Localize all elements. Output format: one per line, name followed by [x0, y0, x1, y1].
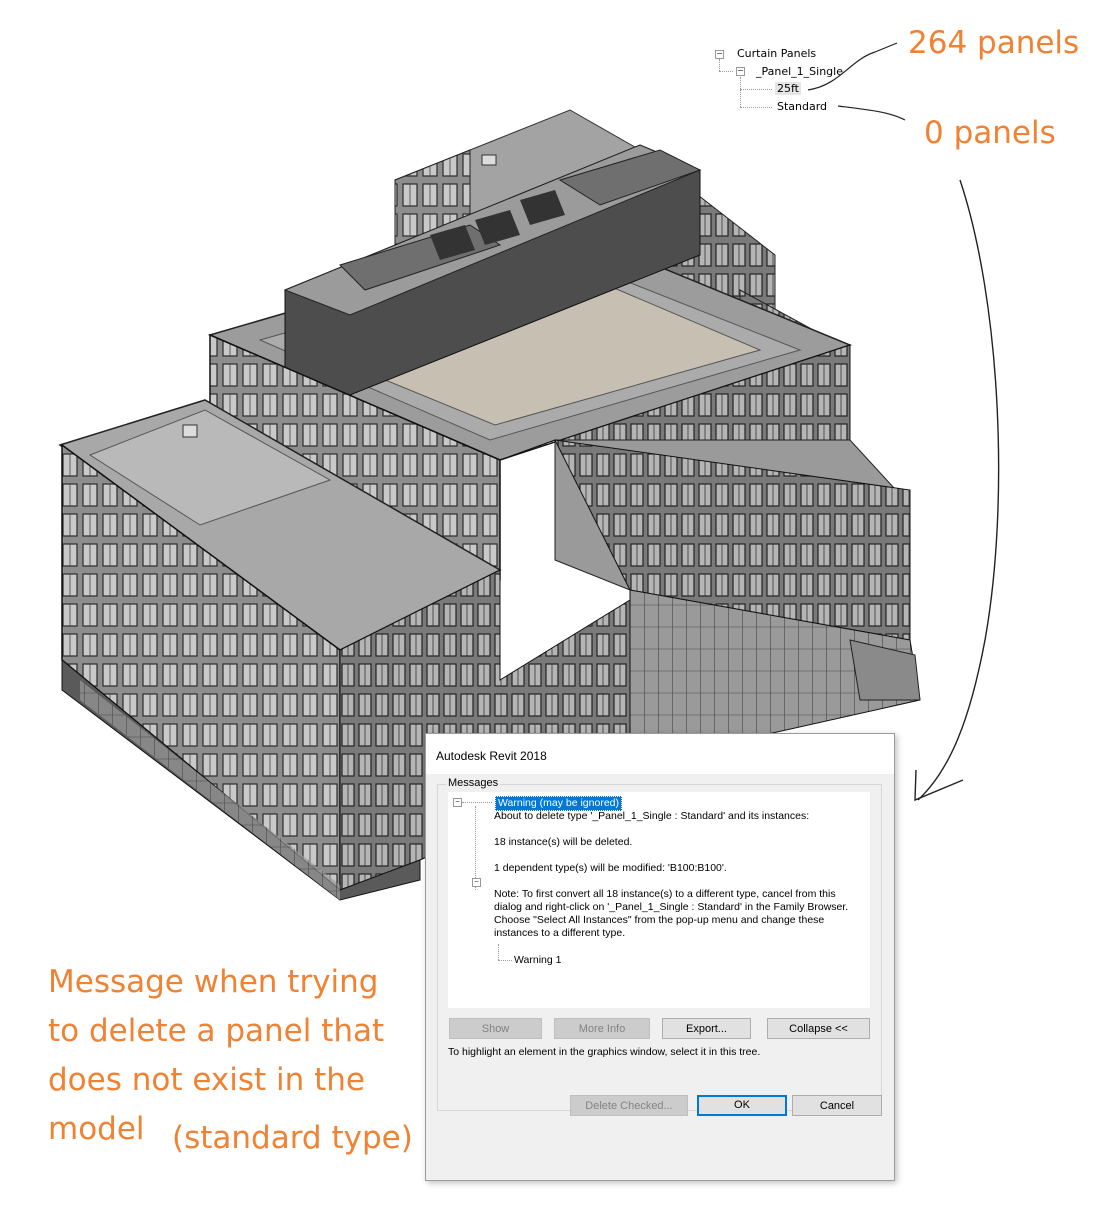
caption-line: model [48, 1111, 145, 1147]
note-line: dialog and right-click on '_Panel_1_Sing… [494, 901, 849, 913]
dialog-title: Autodesk Revit 2018 [436, 749, 547, 763]
ok-button[interactable]: OK [697, 1095, 787, 1116]
collapse-toggle-icon[interactable]: − [736, 66, 745, 76]
annotation-caption: Message when trying to delete a panel th… [48, 958, 384, 1154]
messages-tree[interactable]: − Warning (may be ignored) About to dele… [448, 792, 870, 1008]
annotation-count-25ft: 264 panels [908, 25, 1080, 61]
tree-node-family[interactable]: _Panel_1_Single [756, 65, 843, 78]
message-delete-type[interactable]: About to delete type '_Panel_1_Single : … [494, 810, 810, 822]
caption-line: to delete a panel that [48, 1013, 385, 1049]
more-info-button[interactable]: More Info [554, 1018, 650, 1039]
caption-line: Message when trying [48, 964, 379, 1000]
collapse-button[interactable]: Collapse << [767, 1018, 870, 1039]
collapse-toggle-icon[interactable]: − [715, 49, 724, 59]
warning-item[interactable]: Warning 1 [514, 954, 562, 966]
tree-node-type-standard[interactable]: Standard [777, 100, 828, 113]
warning-header-item[interactable]: Warning (may be ignored) [495, 796, 622, 811]
delete-checked-button[interactable]: Delete Checked... [570, 1095, 688, 1116]
highlight-hint: To highlight an element in the graphics … [448, 1046, 761, 1058]
message-dependent[interactable]: 1 dependent type(s) will be modified: 'B… [494, 862, 727, 874]
message-instances[interactable]: 18 instance(s) will be deleted. [494, 836, 633, 848]
note-line: instances to a different type. [494, 927, 626, 939]
note-line: Choose "Select All Instances" from the p… [494, 914, 825, 926]
tree-node-type-25ft[interactable]: 25ft [775, 82, 801, 95]
annotation-count-standard: 0 panels [924, 115, 1056, 151]
collapse-toggle-icon[interactable]: − [453, 798, 462, 807]
annotation-caption-sub: (standard type) [172, 1120, 413, 1156]
message-note[interactable]: Note: To first convert all 18 instance(s… [494, 888, 848, 940]
show-button[interactable]: Show [449, 1018, 542, 1039]
family-browser-tree: − Curtain Panels − _Panel_1_Single 25ft … [712, 40, 847, 120]
export-button[interactable]: Export... [662, 1018, 751, 1039]
cancel-button[interactable]: Cancel [792, 1095, 882, 1116]
dialog-titlebar[interactable]: Autodesk Revit 2018 [426, 734, 894, 774]
messages-group-label: Messages [446, 777, 501, 789]
revit-warning-dialog: Autodesk Revit 2018 Messages − Warning (… [425, 733, 895, 1181]
caption-line: does not exist in the [48, 1062, 365, 1098]
note-line: Note: To first convert all 18 instance(s… [494, 888, 836, 900]
tree-node-curtain-panels[interactable]: Curtain Panels [737, 47, 817, 60]
collapse-toggle-icon[interactable]: − [472, 878, 481, 887]
